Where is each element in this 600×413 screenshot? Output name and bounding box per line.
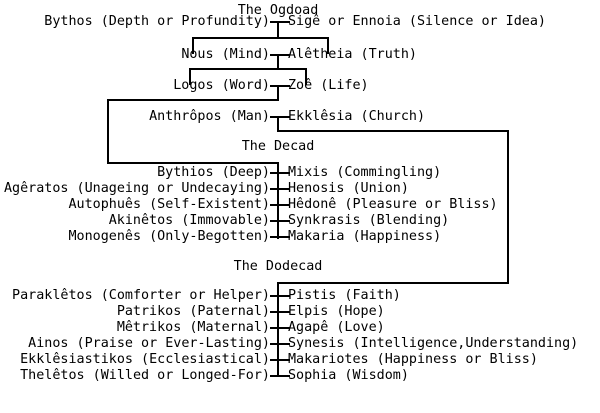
connector-dodecad-2: [270, 311, 290, 313]
emanation-arm-left-ogdoad-2: [189, 68, 191, 85]
connector-dodecad-4: [270, 343, 290, 345]
aeon-right-dodecad-5: Makariotes (Happiness or Bliss): [288, 352, 538, 367]
connector-ogdoad-3: [270, 85, 290, 87]
dodecad-spine: [277, 282, 279, 377]
aeon-left-dodecad-6: Thelêtos (Willed or Longed-For): [20, 368, 270, 383]
aeon-left-decad-5: Monogenês (Only-Begotten): [68, 229, 270, 244]
aeon-left-ogdoad-4: Anthrôpos (Man): [149, 109, 270, 124]
connector-ogdoad-4: [270, 116, 290, 118]
section-header-decad: The Decad: [241, 139, 315, 154]
aeon-right-dodecad-1: Pistis (Faith): [288, 288, 401, 303]
aeon-left-dodecad-5: Ekklêsiastikos (Ecclesiastical): [20, 352, 270, 367]
connector-decad-1: [270, 172, 290, 174]
aeon-right-dodecad-3: Agapê (Love): [288, 320, 385, 335]
section-header-ogdoad: The Ogdoad: [237, 3, 319, 18]
connector-dodecad-1: [270, 295, 290, 297]
aeon-right-ogdoad-4: Ekklêsia (Church): [288, 109, 426, 124]
emanation-arm-right-ogdoad-1: [327, 37, 329, 54]
emanation-drop-ogdoad-2: [277, 54, 279, 69]
aeon-left-dodecad-1: Paraklêtos (Comforter or Helper): [12, 288, 270, 303]
connector-ogdoad-1: [270, 21, 290, 23]
aeon-right-dodecad-4: Synesis (Intelligence,Understanding): [288, 336, 579, 351]
connector-dodecad-6: [270, 375, 290, 377]
connector-decad-4: [270, 220, 290, 222]
aeon-right-decad-5: Makaria (Happiness): [288, 229, 442, 244]
emanation-bar-ogdoad-2: [189, 68, 307, 70]
aeon-right-ogdoad-1: Sigê or Ennoia (Silence or Idea): [288, 14, 546, 29]
aeon-left-decad-2: Agêratos (Unageing or Undecaying): [4, 181, 271, 196]
emanation-drop-ogdoad-4: [277, 116, 279, 132]
emanation-arm-right-ogdoad-2: [305, 68, 307, 85]
aeon-left-ogdoad-2: Nous (Mind): [181, 47, 270, 62]
connector-dodecad-5: [270, 359, 290, 361]
section-header-dodecad: The Dodecad: [233, 259, 323, 274]
aeon-left-dodecad-4: Ainos (Praise or Ever-Lasting): [28, 336, 270, 351]
emanation-arm-left-ogdoad-3: [107, 99, 109, 164]
emanation-arm-left-ogdoad-1: [192, 37, 194, 54]
connector-decad-3: [270, 204, 290, 206]
decad-spine: [277, 162, 279, 239]
aeon-right-decad-1: Mixis (Commingling): [288, 165, 442, 180]
aeon-left-ogdoad-3: Logos (Word): [173, 78, 270, 93]
emanation-arm-right-to-dodecad: [507, 130, 509, 284]
aeon-right-decad-4: Synkrasis (Blending): [288, 213, 450, 228]
aeon-left-dodecad-2: Patrikos (Paternal): [116, 304, 270, 319]
aeon-left-decad-3: Autophuês (Self-Existent): [68, 197, 270, 212]
connector-decad-2: [270, 188, 290, 190]
aeon-right-dodecad-6: Sophia (Wisdom): [288, 368, 409, 383]
connector-decad-5: [270, 236, 290, 238]
emanation-bar-to-decad: [107, 162, 279, 164]
emanation-bar-ogdoad-4: [277, 130, 509, 132]
aeon-left-decad-4: Akinêtos (Immovable): [108, 213, 270, 228]
emanation-bar-ogdoad-3: [107, 99, 279, 101]
aeon-right-ogdoad-3: Zoê (Life): [288, 78, 369, 93]
aeon-right-ogdoad-2: Alêtheia (Truth): [288, 47, 417, 62]
emanation-drop-ogdoad-1: [277, 21, 279, 38]
aeon-left-dodecad-3: Mêtrikos (Maternal): [116, 320, 270, 335]
emanation-drop-ogdoad-3: [277, 85, 279, 101]
connector-ogdoad-2: [270, 54, 290, 56]
connector-dodecad-3: [270, 327, 290, 329]
emanation-bar-ogdoad-1: [192, 37, 329, 39]
emanation-bar-into-dodecad: [277, 282, 509, 284]
aeon-right-decad-2: Henosis (Union): [288, 181, 409, 196]
aeon-right-dodecad-2: Elpis (Hope): [288, 304, 385, 319]
aeon-left-ogdoad-1: Bythos (Depth or Profundity): [44, 14, 270, 29]
aeon-right-decad-3: Hêdonê (Pleasure or Bliss): [288, 197, 498, 212]
aeon-left-decad-1: Bythios (Deep): [157, 165, 270, 180]
